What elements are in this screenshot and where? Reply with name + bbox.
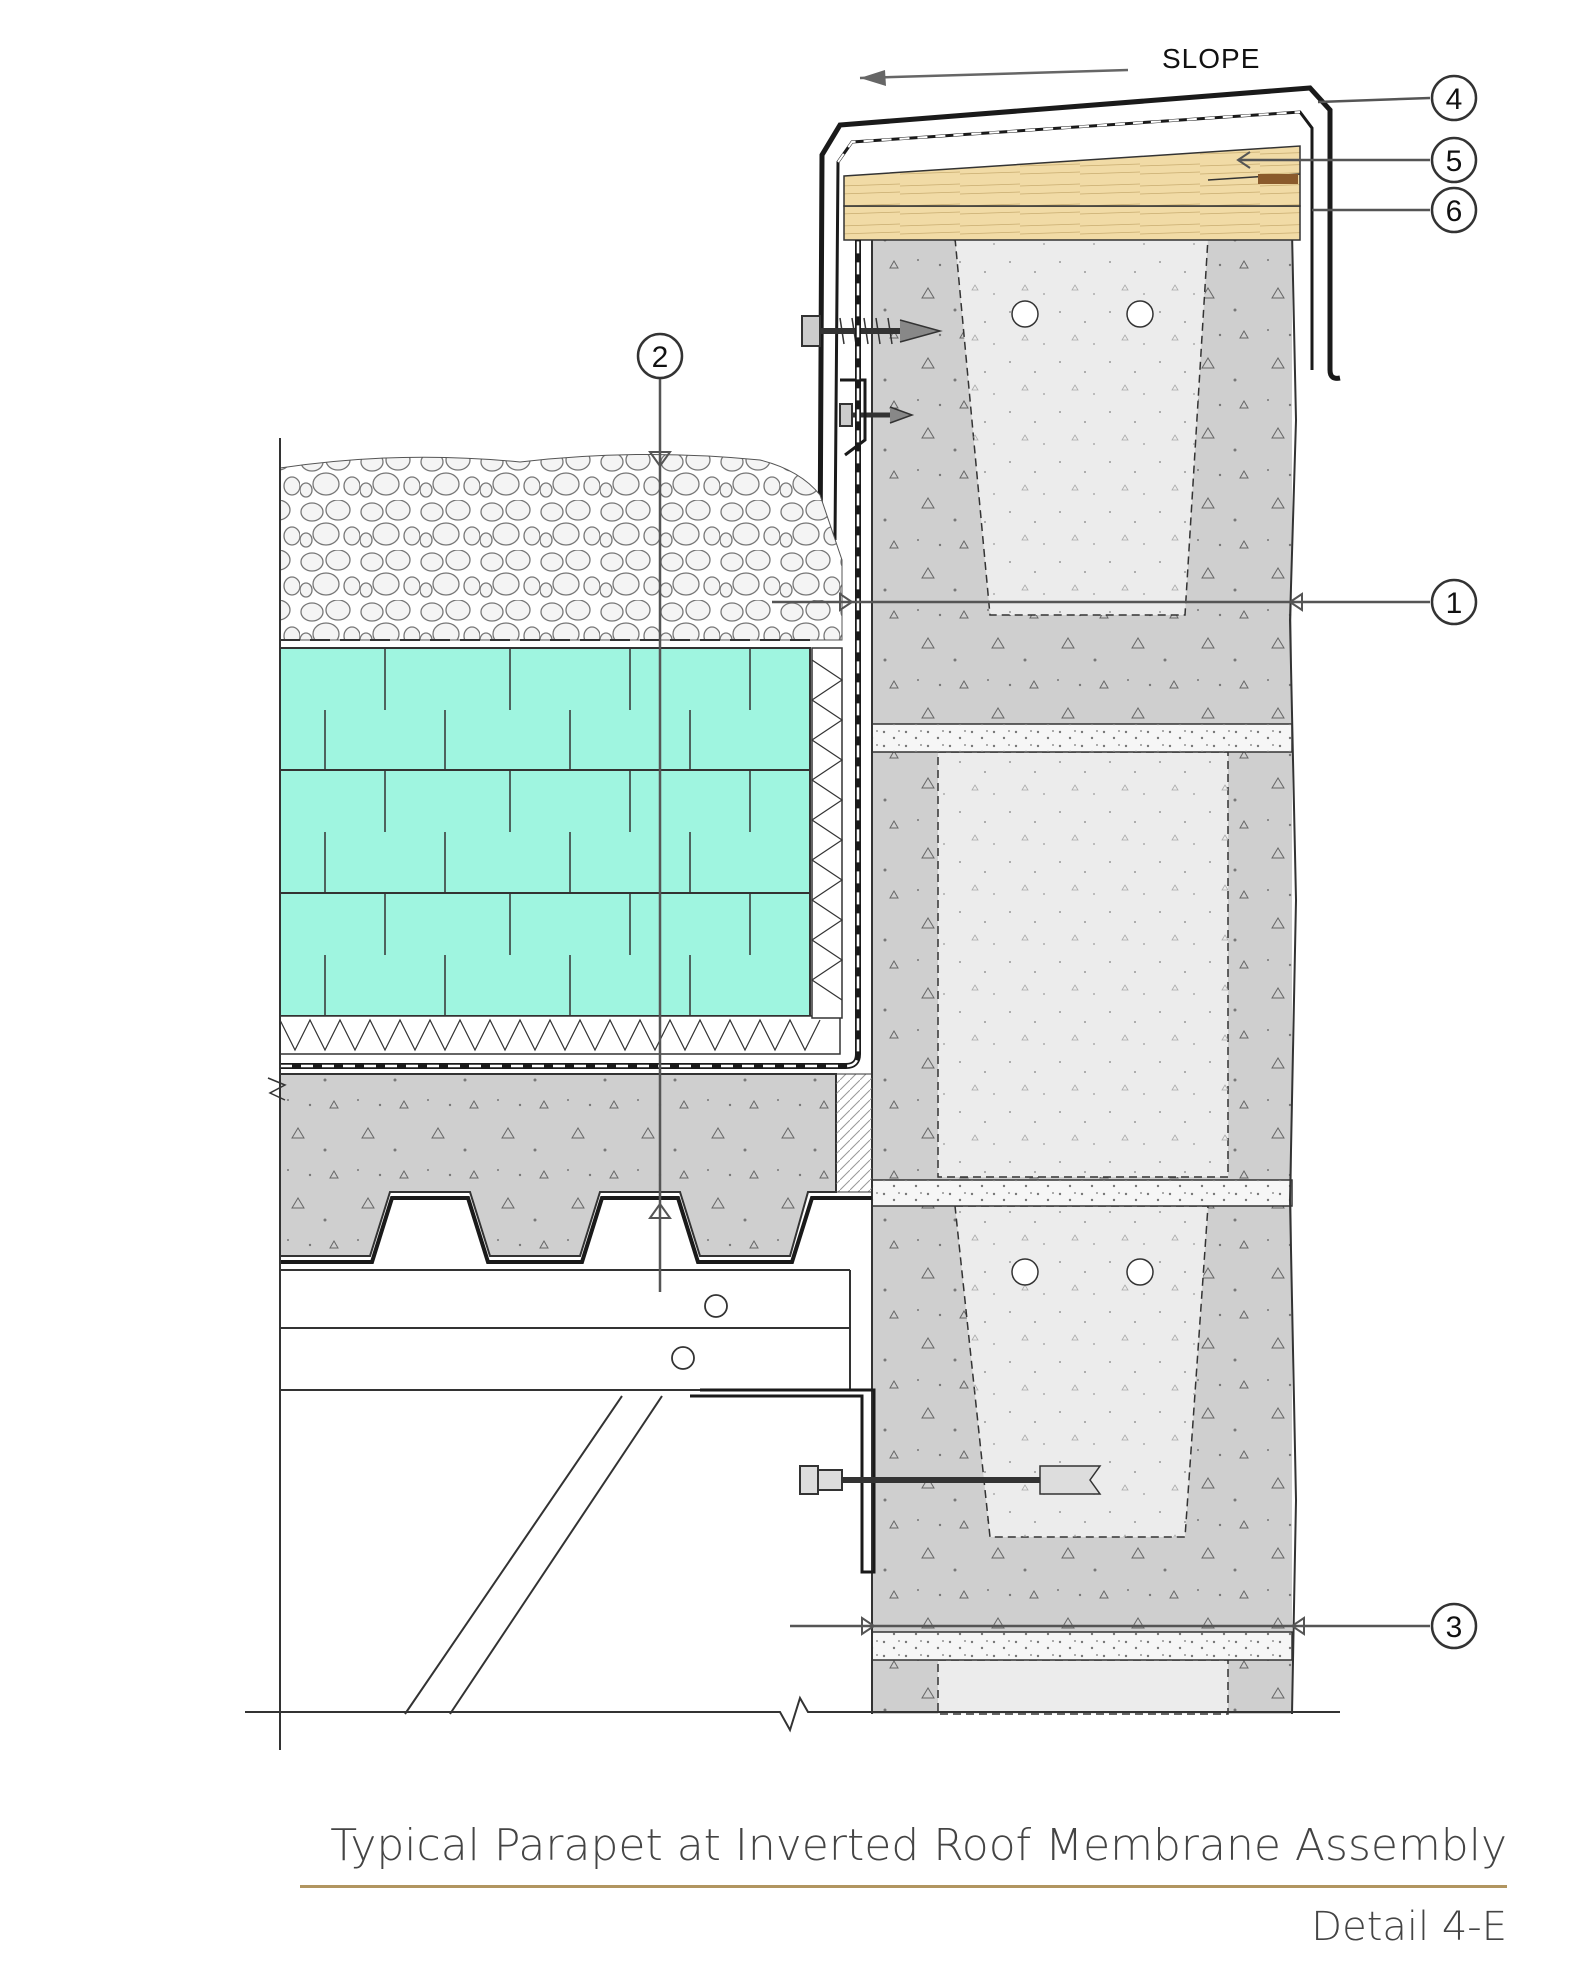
drainage-mat [279,647,844,1055]
caption-detail-number: Detail 4-E [1311,1904,1507,1950]
rigid-insulation [279,647,811,1017]
callout-6-label: 6 [1446,195,1463,228]
callout-3: 3 [790,1602,1478,1650]
wood-screw [1258,174,1298,184]
wood-blocking [843,145,1301,241]
callout-5: 5 [1236,136,1478,184]
gravel-ballast [279,453,843,641]
callout-1-label: 1 [1446,587,1463,620]
callout-3-label: 3 [1446,1611,1463,1644]
slope-label: SLOPE [1162,43,1260,74]
parapet-section-drawing: SLOPE [245,43,1478,1750]
parapet-fasteners [801,315,943,427]
callout-6: 6 [1312,186,1478,234]
callout-1: 1 [772,578,1478,626]
caption-divider [300,1885,1507,1888]
callout-2-label: 2 [652,341,669,374]
roof-membrane [280,240,861,1069]
callout-4: 4 [1317,74,1478,122]
expansion-anchor [799,1465,1102,1495]
slope-indicator: SLOPE [859,43,1260,86]
concrete-deck [267,1073,873,1264]
caption-title: Typical Parapet at Inverted Roof Membran… [330,1820,1507,1871]
steel-framing [280,1269,876,1715]
callout-4-label: 4 [1446,83,1463,116]
callout-2: 2 [636,332,684,1292]
cmu-wall [871,231,1298,1715]
callout-5-label: 5 [1446,145,1463,178]
